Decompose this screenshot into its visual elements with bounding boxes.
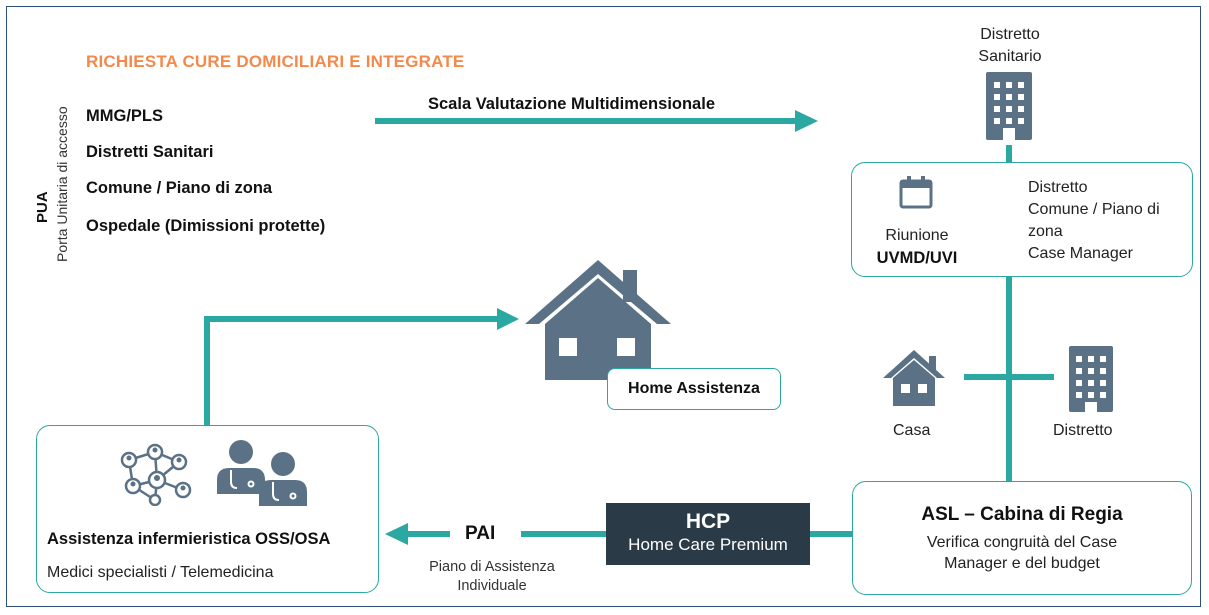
source-comune: Comune / Piano di zona	[86, 179, 273, 197]
distretto-sanitario-line2: Sanitario	[978, 48, 1042, 65]
member-zona: zona	[1028, 223, 1063, 240]
assistenza-title: Assistenza infermieristica OSS/OSA	[47, 530, 331, 548]
assistenza-subtitle: Medici specialisti / Telemedicina	[47, 564, 274, 581]
member-distretto: Distretto	[1028, 179, 1088, 196]
home-assistenza-label: Home Assistenza	[628, 380, 760, 397]
asl-line1: Verifica congruità del Case	[926, 534, 1118, 551]
riunione-line1: Riunione	[885, 227, 949, 244]
distretto-label: Distretto	[1053, 422, 1113, 439]
scala-arrow-head	[795, 110, 818, 132]
hcp-title: HCP	[685, 510, 731, 533]
hcp-subtitle: Home Care Premium	[628, 535, 788, 554]
pai-arrow-line	[408, 531, 450, 537]
source-mmg: MMG/PLS	[86, 107, 163, 125]
building-small-icon	[1069, 346, 1113, 412]
page-title: RICHIESTA CURE DOMICILIARI E INTEGRATE	[86, 52, 465, 71]
source-distretti: Distretti Sanitari	[86, 143, 214, 161]
source-ospedale: Ospedale (Dimissioni protette)	[86, 217, 326, 235]
pai-line2: Individuale	[457, 578, 527, 594]
distretto-sanitario-label: Distretto Sanitario	[960, 24, 1060, 68]
pua-label: PUA	[34, 191, 51, 223]
network-icon	[120, 443, 192, 506]
scala-arrow-line	[375, 118, 795, 124]
casa-distretto-line	[964, 374, 1054, 380]
riunione-line2: UVMD/UVI	[876, 249, 958, 267]
pua-sublabel: Porta Unitaria di accesso	[54, 106, 70, 262]
uvmd-members: Distretto Comune / Piano di zona Case Ma…	[1028, 177, 1160, 265]
pai-description: Piano di Assistenza Individuale	[412, 558, 572, 596]
vline-top	[1006, 145, 1012, 163]
pai-line1: Piano di Assistenza	[429, 559, 555, 575]
home-icon	[525, 260, 671, 380]
pai-arrow-head	[385, 523, 408, 545]
doctors-icon	[217, 440, 307, 506]
hcp-box: HCP Home Care Premium	[606, 503, 810, 565]
asl-description: Verifica congruità del Case Manager e de…	[853, 532, 1191, 574]
home-small-icon	[883, 350, 945, 406]
asl-hcp-line	[810, 531, 854, 537]
home-assistenza-box: Home Assistenza	[607, 368, 781, 410]
assist-vline	[204, 316, 210, 427]
asl-line2: Manager e del budget	[944, 555, 1100, 572]
scala-label: Scala Valutazione Multidimensionale	[428, 95, 715, 113]
uvmd-box: Riunione UVMD/UVI Distretto Comune / Pia…	[851, 162, 1193, 277]
pai-title: PAI	[465, 523, 496, 544]
riunione-label: Riunione UVMD/UVI	[858, 225, 976, 269]
asl-title: ASL – Cabina di Regia	[921, 504, 1123, 525]
assist-hline	[204, 316, 499, 322]
hcp-pai-line	[521, 531, 606, 537]
member-case-manager: Case Manager	[1028, 245, 1133, 262]
asl-box: ASL – Cabina di Regia Verifica congruità…	[852, 481, 1192, 595]
calendar-icon	[899, 176, 933, 209]
building-icon	[986, 72, 1032, 140]
house-arrow-head	[497, 308, 519, 330]
casa-label: Casa	[893, 422, 931, 439]
distretto-sanitario-line1: Distretto	[980, 26, 1040, 43]
assistenza-box: Assistenza infermieristica OSS/OSA Medic…	[36, 425, 379, 593]
member-comune: Comune / Piano di	[1028, 201, 1160, 218]
